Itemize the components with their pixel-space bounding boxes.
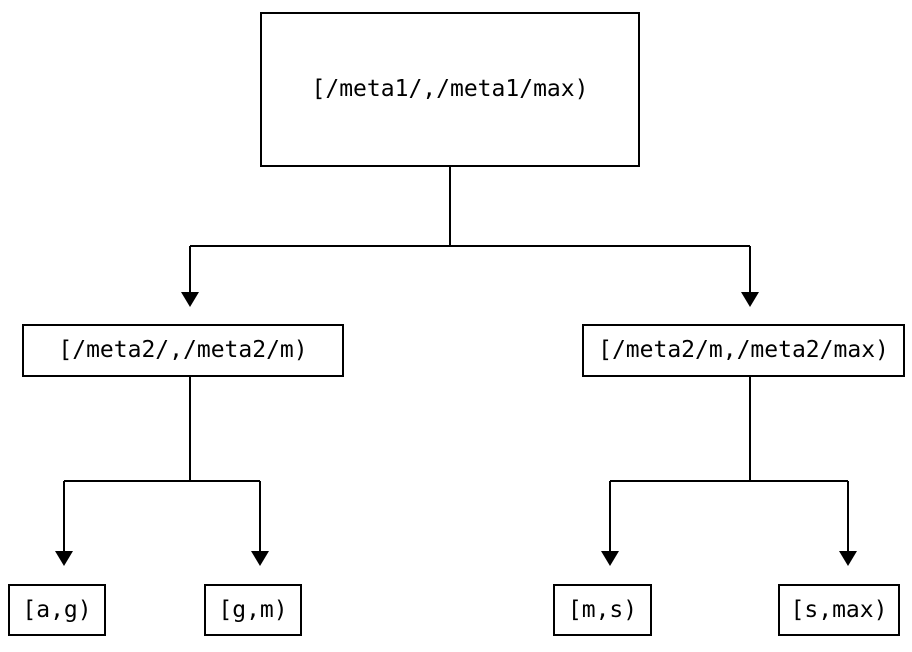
node-leaf-g-m: [g,m) [204,584,302,636]
arrowhead-down-icon [741,292,759,307]
arrowhead-down-icon [601,551,619,566]
node-root-range: [/meta1/,/meta1/max) [260,12,640,167]
arrowhead-down-icon [251,551,269,566]
arrowhead-down-icon [181,292,199,307]
node-leaf-a-g: [a,g) [8,584,106,636]
node-leaf-s-max: [s,max) [778,584,900,636]
node-leaf-m-s: [m,s) [553,584,652,636]
edge-rightmid-to-children [609,377,849,551]
arrowhead-down-icon [839,551,857,566]
arrowhead-down-icon [55,551,73,566]
node-meta2-right-range: [/meta2/m,/meta2/max) [582,324,905,377]
edge-leftmid-to-children [63,377,261,551]
node-meta2-left-range: [/meta2/,/meta2/m) [22,324,344,377]
edge-root-to-children [189,167,751,292]
